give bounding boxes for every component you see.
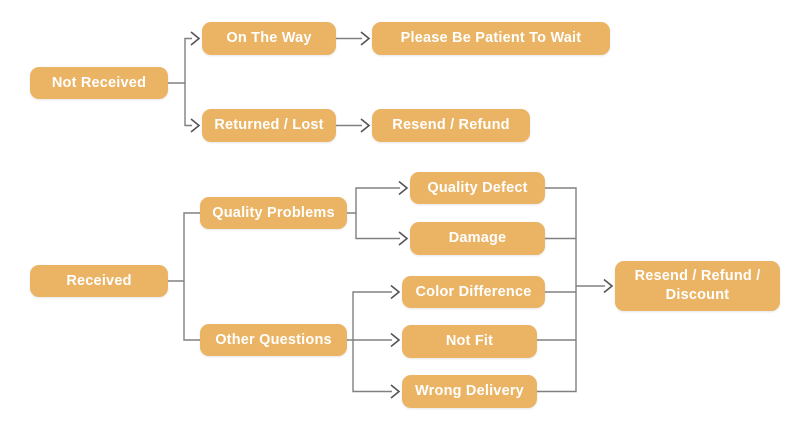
edge-on-the-way-to-wait <box>336 31 371 46</box>
node-label: Received <box>66 272 132 289</box>
edge-returned-to-resend <box>336 118 371 133</box>
node-label: Quality Problems <box>212 204 335 221</box>
node-label: Not Received <box>51 74 147 91</box>
edge-merge-to-resend-refund-discount <box>537 187 614 393</box>
edge-received-branch <box>168 212 200 341</box>
node-resend-refund-discount[interactable]: Resend / Refund / Discount <box>615 261 780 311</box>
node-label: Resend / Refund <box>392 117 510 134</box>
node-on-the-way[interactable]: On The Way <box>202 22 336 55</box>
edge-quality-problems-branch <box>347 180 409 246</box>
node-label: Not Fit <box>445 333 494 350</box>
edge-other-questions-branch <box>347 284 401 399</box>
node-label: Wrong Delivery <box>415 383 524 400</box>
node-label: Resend / Refund / Discount <box>634 268 761 303</box>
node-not-fit[interactable]: Not Fit <box>402 325 537 358</box>
node-not-received[interactable]: Not Received <box>30 67 168 99</box>
node-label: Please Be Patient To Wait <box>400 30 582 47</box>
node-resend-refund[interactable]: Resend / Refund <box>372 109 530 142</box>
node-label: Damage <box>448 230 507 247</box>
node-wrong-delivery[interactable]: Wrong Delivery <box>402 375 537 408</box>
node-label: On The Way <box>226 30 312 47</box>
node-quality-defect[interactable]: Quality Defect <box>410 172 545 204</box>
node-returned-lost[interactable]: Returned / Lost <box>202 109 336 142</box>
node-please-be-patient-to-wait[interactable]: Please Be Patient To Wait <box>372 22 610 55</box>
node-other-questions[interactable]: Other Questions <box>200 324 347 356</box>
node-label: Quality Defect <box>427 179 528 196</box>
node-received[interactable]: Received <box>30 265 168 297</box>
node-quality-problems[interactable]: Quality Problems <box>200 197 347 229</box>
node-label: Color Difference <box>415 283 532 300</box>
node-label: Other Questions <box>215 331 332 348</box>
node-label: Returned / Lost <box>214 117 324 134</box>
node-damage[interactable]: Damage <box>410 222 545 255</box>
node-color-difference[interactable]: Color Difference <box>402 276 545 308</box>
edge-not-received-branch <box>168 31 201 133</box>
